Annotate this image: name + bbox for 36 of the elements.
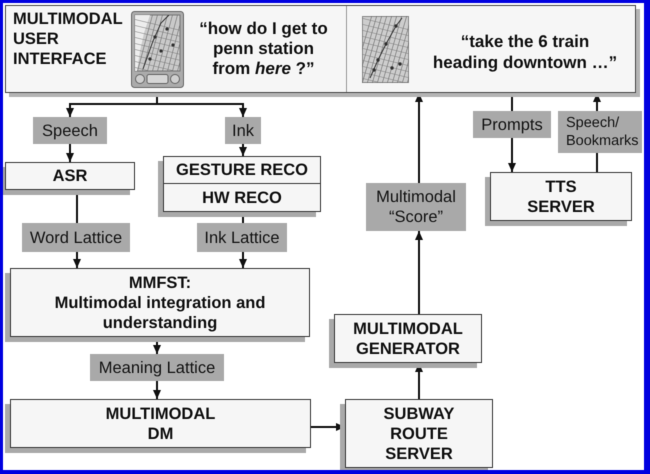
component-label: MULTIMODAL GENERATOR [352,318,464,358]
arrow [66,144,74,162]
arrow [415,231,423,314]
component-label: MULTIMODAL DM [104,404,216,444]
component-label: SUBWAY ROUTE SERVER [382,404,456,464]
data-label: Ink Lattice [204,228,280,248]
data-tag [225,117,261,144]
data-tag [22,223,130,252]
component-label: HW RECO [202,188,282,208]
data-label: Meaning Lattice [98,358,216,378]
data-tag [197,223,287,252]
arrow [73,252,81,268]
data-tag [33,117,107,144]
component-label: GESTURE RECO [176,160,308,180]
component-label: ASR [52,166,88,186]
data-label: Multimodal “Score” [375,187,457,227]
data-tag [366,183,466,231]
data-label: Word Lattice [30,228,122,248]
arrow [508,138,516,172]
component-label: MMFST: [128,272,192,292]
component-label: TTS SERVER [526,176,596,216]
data-label: Ink [232,120,254,140]
data-tag [473,111,551,138]
arrow [239,144,247,156]
arrow [239,252,247,268]
data-label: Speech/ Bookmarks [566,114,639,150]
arrow [153,381,161,399]
data-tag [90,354,224,381]
component-description: Multimodal integration and understanding [54,292,266,332]
connector-line [596,153,598,172]
quote-text: “how do I get to penn station from here ?” [198,19,329,79]
panel-heading: MULTIMODAL USER INTERFACE [13,9,124,69]
data-tag [558,111,642,153]
quote-text: “take the 6 train heading downtown …” [432,31,618,73]
data-label: Prompts [481,114,543,134]
data-label: Speech [42,120,98,140]
